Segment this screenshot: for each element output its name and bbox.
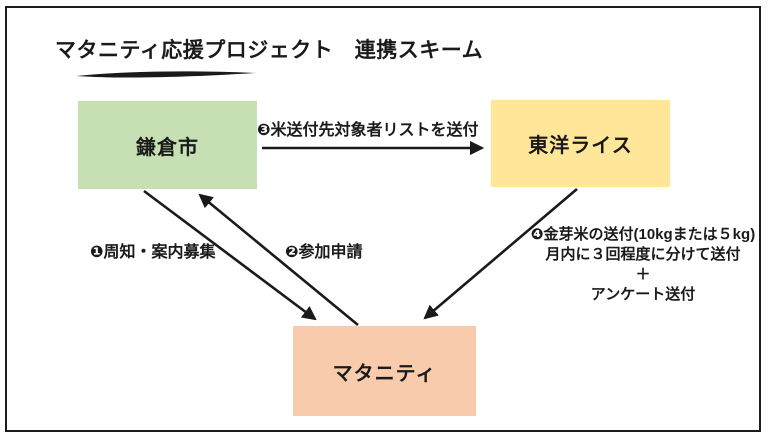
flow4-label-line4: アンケート送付	[590, 286, 696, 303]
flow2-label: ❷参加申請	[285, 244, 363, 261]
node-maternity: マタニティ	[293, 326, 476, 416]
node-kamakura: 鎌倉市	[78, 101, 257, 189]
flow4-label-line1: ❹金芽米の送付(10kgまたは５kg)	[530, 226, 756, 243]
flow1-label: ❶周知・案内募集	[90, 244, 216, 261]
flow4-label-line2: 月内に３回程度に分けて送付	[545, 246, 741, 263]
node-maternity-label: マタニティ	[332, 362, 437, 385]
node-toyo-rice: 東洋ライス	[491, 100, 670, 187]
flow4-label-line3: ＋	[635, 266, 651, 283]
node-kamakura-label: 鎌倉市	[136, 136, 199, 159]
node-toyo-rice-label: 東洋ライス	[528, 135, 633, 157]
page-title: マタニティ応援プロジェクト 連携スキーム	[55, 39, 484, 62]
flow4-label: ❹金芽米の送付(10kgまたは５kg) 月内に３回程度に分けて送付 ＋ アンケー…	[527, 225, 759, 305]
flow3-label: ❸米送付先対象者リストを送付	[257, 122, 479, 139]
